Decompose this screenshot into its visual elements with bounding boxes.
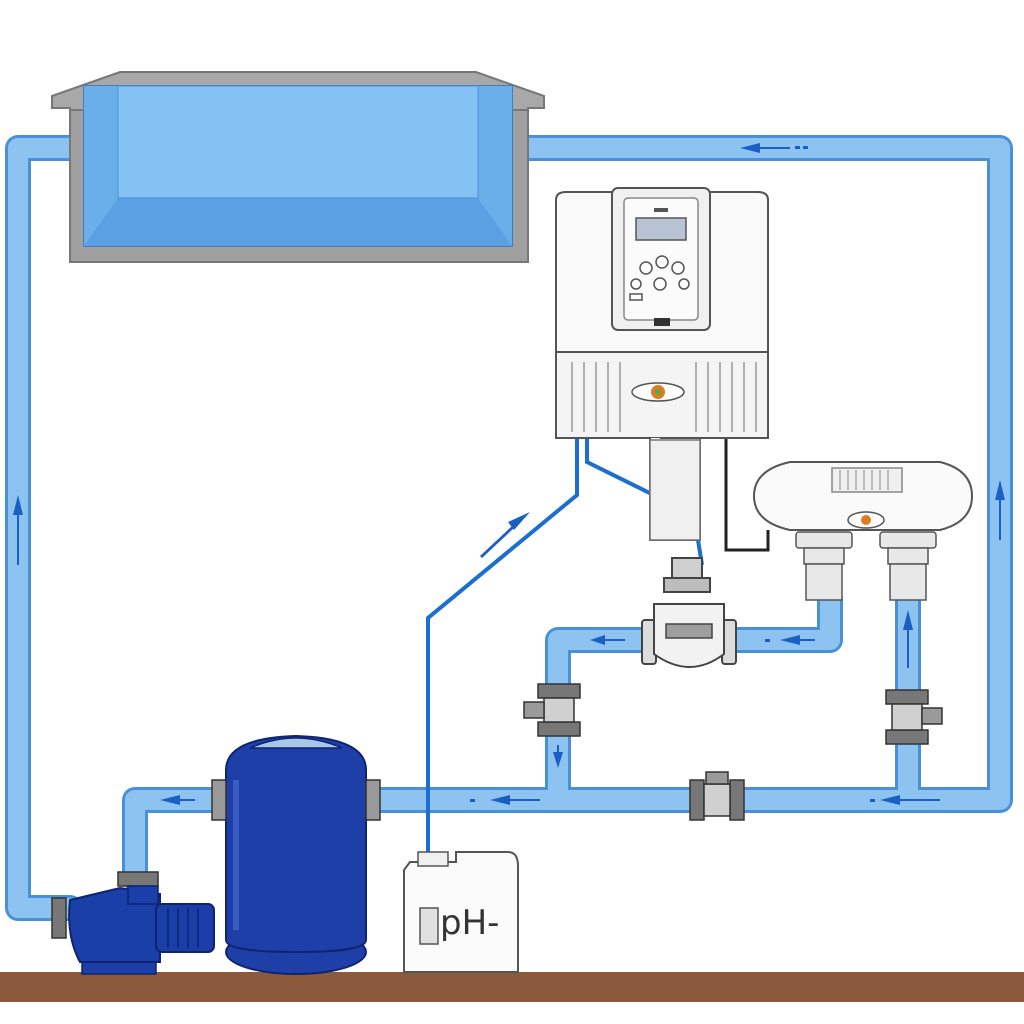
flow-arrow-icon bbox=[490, 795, 540, 805]
valve-icon bbox=[885, 689, 943, 745]
display-screen bbox=[635, 217, 687, 241]
chemical-canister-icon bbox=[403, 851, 519, 973]
flow-arrow-icon bbox=[480, 512, 530, 558]
canister-label: pH- bbox=[440, 903, 500, 943]
electrolysis-cell-icon bbox=[752, 461, 974, 601]
flow-arrow-icon bbox=[903, 610, 913, 668]
valve-icon bbox=[523, 683, 581, 737]
flow-arrow-icon bbox=[740, 143, 790, 153]
keypad bbox=[629, 255, 690, 301]
flow-arrow-icon bbox=[880, 795, 940, 805]
ground-strip bbox=[0, 972, 1024, 1002]
valve-icon bbox=[641, 557, 737, 668]
pump-icon bbox=[68, 885, 215, 975]
sand-filter-icon bbox=[211, 734, 381, 975]
flow-arrow-icon bbox=[780, 635, 815, 645]
signal-cable bbox=[724, 438, 770, 552]
flow-arrow-icon bbox=[13, 495, 23, 565]
pool-basin-icon bbox=[51, 71, 545, 263]
flow-arrows bbox=[13, 143, 1005, 805]
flow-arrow-icon bbox=[590, 635, 625, 645]
valve-icon bbox=[689, 771, 745, 821]
control-unit-icon bbox=[555, 187, 769, 541]
flow-arrow-icon bbox=[553, 745, 563, 768]
flow-arrow-icon bbox=[995, 480, 1005, 540]
flow-arrow-icon bbox=[160, 795, 195, 805]
valve-icon bbox=[51, 871, 159, 939]
